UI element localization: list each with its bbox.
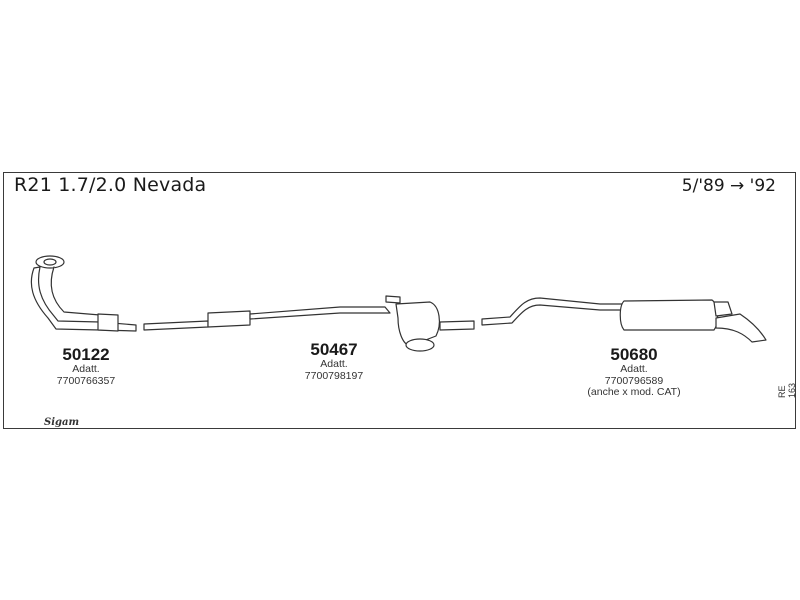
part-adapter-label: Adatt. xyxy=(620,363,648,375)
part-adapter-label: Adatt. xyxy=(320,358,348,370)
middle-pipe-part xyxy=(143,295,475,352)
part-oem-ref: 7700766357 xyxy=(56,374,116,387)
part-number: 50467 xyxy=(310,340,358,359)
part-adapter-label: Adatt. xyxy=(72,363,100,375)
brand-logo: Sigam xyxy=(44,417,80,428)
part-label-rear-silencer: 50680 Adatt. 7700796589 (anche x mod. CA… xyxy=(574,345,694,399)
part-number: 50680 xyxy=(610,345,658,364)
part-number: 50122 xyxy=(62,345,110,364)
diagram-frame xyxy=(3,172,796,429)
front-pipe-part xyxy=(30,255,137,332)
year-range: 5/'89 → '92 xyxy=(681,176,776,196)
page-code: RE 163 xyxy=(777,382,797,398)
part-label-front-pipe: 50122 Adatt. 7700766357 xyxy=(36,345,136,387)
part-oem-ref: 7700798197 xyxy=(304,369,364,382)
vehicle-title: R21 1.7/2.0 Nevada xyxy=(14,174,207,196)
rear-silencer-part xyxy=(481,297,767,343)
part-oem-ref: 7700796589 xyxy=(604,374,664,387)
part-label-middle-pipe: 50467 Adatt. 7700798197 xyxy=(284,340,384,382)
part-note: (anche x mod. CAT) xyxy=(587,386,681,398)
